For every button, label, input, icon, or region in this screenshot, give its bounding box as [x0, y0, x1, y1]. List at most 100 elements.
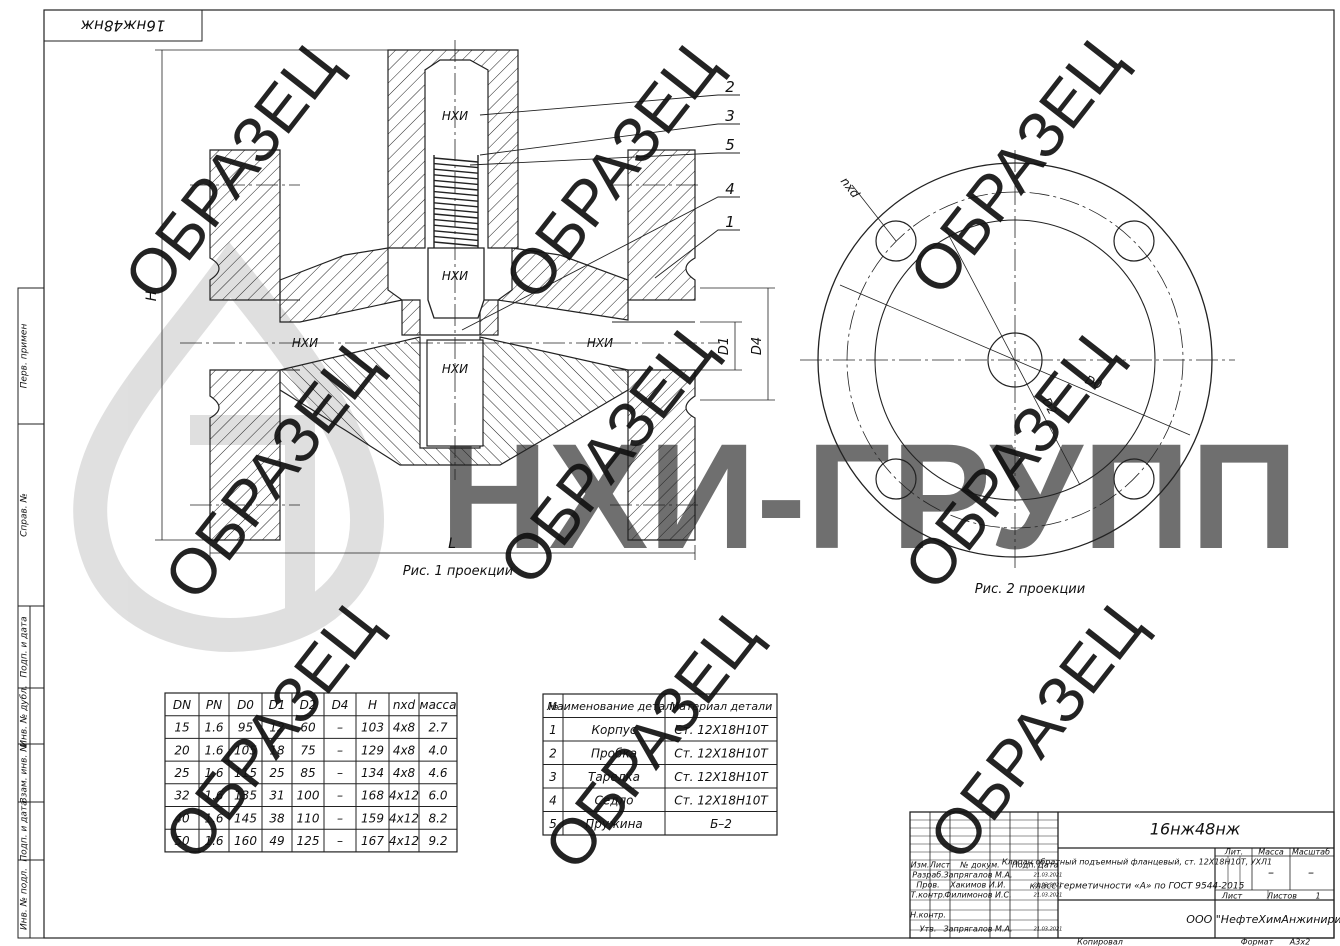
parts-table-cell: Ст. 12Х18Н10Т [674, 770, 769, 784]
section-label: НХИ [442, 362, 468, 376]
valve-section-view: НХИ НХИ НХИ НХИ НХИ 2 3 5 4 1 [144, 40, 775, 579]
dim-table-cell: 50 [174, 834, 190, 848]
valve-body-upper [279, 247, 629, 336]
fig2-caption: Рис. 2 проекции [975, 582, 1085, 597]
title-description: класс герметичности «А» по ГОСТ 9544-201… [1030, 882, 1245, 892]
flange-view [800, 150, 1235, 570]
title-date: 21.03.2021 [1034, 883, 1063, 889]
title-date: 21.03.2021 [1034, 893, 1063, 899]
dim-table-cell: 60 [300, 721, 316, 735]
dim-nxd: nxd [838, 174, 863, 201]
dim-table-header: D1 [269, 698, 286, 712]
dim-table-cell: 1.6 [204, 811, 223, 825]
valve-body-lower [279, 336, 629, 466]
section-label: НХИ [292, 336, 318, 350]
dim-table-cell: 115 [234, 766, 257, 780]
dim-table-header: D4 [332, 698, 349, 712]
parts-table-cell: 2 [549, 746, 557, 760]
dim-table-cell: 1.6 [204, 721, 223, 735]
dim-table-cell: 110 [297, 811, 320, 825]
dim-table-cell: 4x8 [393, 743, 416, 757]
dim-table-cell: 4x12 [389, 834, 419, 848]
dim-table-cell: 129 [361, 743, 384, 757]
title-col-header: № докум. [959, 861, 999, 870]
parts-table-cell: Пружина [585, 817, 643, 831]
dim-D0: D0 [1083, 373, 1104, 393]
parts-table-cell: Ст. 12Х18Н10Т [674, 746, 769, 760]
title-lit-header: Лит. [1224, 848, 1243, 857]
section-label: НХИ [587, 336, 613, 350]
title-scale-value: – [1308, 866, 1314, 880]
dim-table-cell: 6.0 [428, 789, 447, 803]
title-format-value: А3х2 [1289, 938, 1310, 946]
dim-table-cell: – [337, 789, 343, 803]
dim-table-header: PN [206, 698, 222, 712]
top-stamp-box [43, 9, 203, 42]
callout-number: 2 [725, 78, 735, 96]
bolt-hole [875, 220, 917, 262]
side-label: Справ. № [20, 493, 30, 537]
dim-D2: D2 [1039, 395, 1059, 416]
dim-table-cell: 20 [174, 743, 190, 757]
dim-table-cell: 1.6 [204, 789, 223, 803]
dim-table-cell: 15 [174, 721, 189, 735]
dim-table-cell: 100 [297, 789, 320, 803]
dim-table-cell: 4x8 [393, 721, 416, 735]
title-role: Т.контр. [911, 891, 946, 900]
watermark-text: ОБРАЗЕЦ [530, 601, 772, 882]
parts-table-header: Материал детали [670, 700, 773, 713]
title-person: Филимонов И.С. [944, 891, 1011, 900]
title-mass-header: Масса [1258, 848, 1284, 857]
dim-table-cell: 25 [269, 766, 284, 780]
dim-table-cell: 85 [300, 766, 315, 780]
dim-table-cell: 12 [269, 721, 284, 735]
dim-table-cell: 159 [361, 811, 384, 825]
dim-table-cell: 31 [269, 789, 284, 803]
dim-table-header: H [368, 698, 377, 712]
callout-number: 5 [725, 136, 735, 154]
dim-table-cell: 145 [234, 811, 257, 825]
title-copied-label: Копировал [1077, 938, 1123, 946]
dim-table-header: DN [173, 698, 191, 712]
dim-table-cell: 160 [234, 834, 257, 848]
dim-table-cell: 134 [361, 766, 384, 780]
title-sheets-value: 1 [1315, 892, 1320, 901]
dim-L: L [448, 536, 456, 552]
dim-table-cell: 75 [300, 743, 315, 757]
dim-table-header: D2 [300, 698, 317, 712]
dim-table-cell: 49 [269, 834, 284, 848]
section-label: НХИ [442, 269, 468, 283]
dim-H: H [144, 290, 160, 301]
title-person: Хакимов И.И. [949, 881, 1006, 890]
title-company: ООО "НефтеХимАнжиниринг" [1186, 913, 1340, 926]
dim-table-header: nxd [393, 698, 416, 712]
watermark-text: ОБРАЗЕЦ [895, 26, 1137, 307]
bolt-hole [875, 458, 917, 500]
dim-table-cell: 18 [269, 743, 285, 757]
dim-table-cell: 167 [361, 834, 384, 848]
title-designation: 16нж48нж [1150, 820, 1241, 839]
title-role: Пров. [916, 881, 939, 890]
side-label: Инв. № дубл. [20, 685, 30, 747]
title-col-header: Изм. [911, 861, 930, 870]
fig1-caption: Рис. 1 проекции [403, 564, 513, 579]
dim-table-cell: 4x12 [389, 811, 419, 825]
right-flange [627, 149, 696, 541]
callout-number: 1 [725, 213, 735, 231]
section-label: НХИ [442, 109, 468, 123]
bolt-hole [1113, 458, 1155, 500]
title-date: 21.03.2021 [1034, 873, 1063, 879]
title-role: Н.контр. [910, 911, 946, 920]
parts-table-cell: Ст. 12Х18Н10Т [674, 793, 769, 807]
watermark-text: ОБРАЗЕЦ [915, 591, 1157, 872]
dim-table-cell: – [337, 834, 343, 848]
logo-text: НХИ-ГРУПП [440, 412, 1298, 580]
dim-table-cell: 38 [269, 811, 285, 825]
parts-table-cell: 4 [549, 793, 557, 807]
title-person: Запрягалов М.А. [944, 871, 1013, 880]
callout-number: 3 [725, 107, 735, 125]
dim-table-cell: 1.6 [204, 743, 223, 757]
